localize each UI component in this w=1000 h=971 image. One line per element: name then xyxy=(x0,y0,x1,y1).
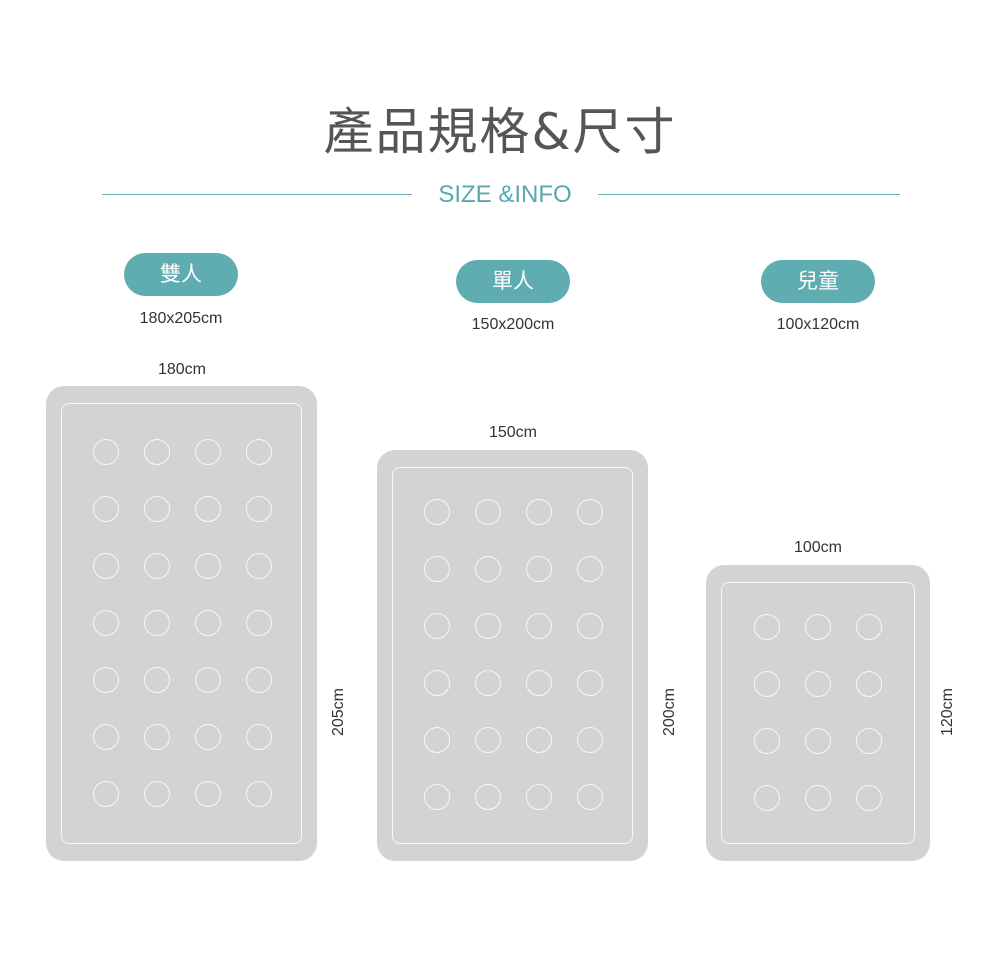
air-chamber-dot xyxy=(246,724,272,750)
air-chamber-dot xyxy=(93,439,119,465)
air-chamber-dot xyxy=(805,785,831,811)
air-chamber-dot xyxy=(144,439,170,465)
air-chamber-dot xyxy=(856,785,882,811)
air-chamber-dot xyxy=(195,439,221,465)
air-chamber-dot xyxy=(475,556,501,582)
air-chamber-dot xyxy=(475,499,501,525)
air-chamber-dot xyxy=(526,556,552,582)
air-chamber-dot xyxy=(577,613,603,639)
air-chamber-dot xyxy=(195,553,221,579)
air-chamber-dot xyxy=(856,614,882,640)
air-chamber-dot xyxy=(577,556,603,582)
air-chamber-dot xyxy=(93,781,119,807)
mattress-inner-border xyxy=(721,582,915,844)
air-chamber-dot xyxy=(577,499,603,525)
size-spec-single: 150x200cm xyxy=(471,316,555,333)
divider-right xyxy=(598,194,900,195)
air-chamber-dot xyxy=(246,496,272,522)
air-chamber-dot xyxy=(195,781,221,807)
height-label-kids: 120cm xyxy=(939,687,956,737)
size-spec-kids: 100x120cm xyxy=(776,316,860,333)
air-chamber-dot xyxy=(475,670,501,696)
divider-left xyxy=(102,194,412,195)
air-chamber-dot xyxy=(424,613,450,639)
air-chamber-dot xyxy=(805,671,831,697)
page-subtitle: SIZE &INFO xyxy=(438,181,572,208)
air-chamber-dot xyxy=(424,556,450,582)
air-chamber-dot xyxy=(526,499,552,525)
air-chamber-dot xyxy=(93,667,119,693)
air-chamber-dot xyxy=(93,496,119,522)
size-badge-kids: 兒童 xyxy=(761,260,875,303)
width-label-double: 180cm xyxy=(157,361,207,378)
air-chamber-dot xyxy=(246,781,272,807)
page-title: 產品規格&尺寸 xyxy=(323,103,677,161)
air-chamber-dot xyxy=(144,610,170,636)
air-chamber-dot xyxy=(424,499,450,525)
air-chamber-dot xyxy=(475,613,501,639)
width-label-single: 150cm xyxy=(488,424,538,441)
air-chamber-dot xyxy=(246,610,272,636)
air-chamber-dot xyxy=(424,784,450,810)
air-chamber-dot xyxy=(246,667,272,693)
air-chamber-dot xyxy=(475,784,501,810)
air-chamber-dot xyxy=(577,784,603,810)
mattress-double xyxy=(46,386,317,861)
mattress-kids xyxy=(706,565,930,861)
air-chamber-dot xyxy=(144,553,170,579)
air-chamber-dot xyxy=(144,781,170,807)
size-spec-double: 180x205cm xyxy=(139,310,223,327)
air-chamber-dot xyxy=(805,728,831,754)
air-chamber-dot xyxy=(195,610,221,636)
air-chamber-dot xyxy=(856,671,882,697)
air-chamber-dot xyxy=(93,610,119,636)
air-chamber-dot xyxy=(424,670,450,696)
air-chamber-dot xyxy=(93,553,119,579)
air-chamber-dot xyxy=(246,553,272,579)
air-chamber-dot xyxy=(195,496,221,522)
air-chamber-dot xyxy=(754,614,780,640)
size-badge-double: 雙人 xyxy=(124,253,238,296)
air-chamber-dot xyxy=(754,671,780,697)
air-chamber-dot xyxy=(424,727,450,753)
height-label-single: 200cm xyxy=(661,687,678,737)
air-chamber-dot xyxy=(526,670,552,696)
air-chamber-dot xyxy=(475,727,501,753)
air-chamber-dot xyxy=(754,728,780,754)
height-label-double: 205cm xyxy=(330,687,347,737)
air-chamber-dot xyxy=(246,439,272,465)
air-chamber-dot xyxy=(195,667,221,693)
air-chamber-dot xyxy=(856,728,882,754)
air-chamber-dot xyxy=(754,785,780,811)
mattress-single xyxy=(377,450,648,861)
mattress-inner-border xyxy=(392,467,633,844)
air-chamber-dot xyxy=(526,727,552,753)
air-chamber-dot xyxy=(144,667,170,693)
size-badge-single: 單人 xyxy=(456,260,570,303)
air-chamber-dot xyxy=(144,496,170,522)
air-chamber-dot xyxy=(93,724,119,750)
air-chamber-dot xyxy=(144,724,170,750)
air-chamber-dot xyxy=(526,613,552,639)
air-chamber-dot xyxy=(526,784,552,810)
width-label-kids: 100cm xyxy=(793,539,843,556)
mattress-inner-border xyxy=(61,403,302,844)
air-chamber-dot xyxy=(195,724,221,750)
air-chamber-dot xyxy=(577,727,603,753)
air-chamber-dot xyxy=(805,614,831,640)
air-chamber-dot xyxy=(577,670,603,696)
